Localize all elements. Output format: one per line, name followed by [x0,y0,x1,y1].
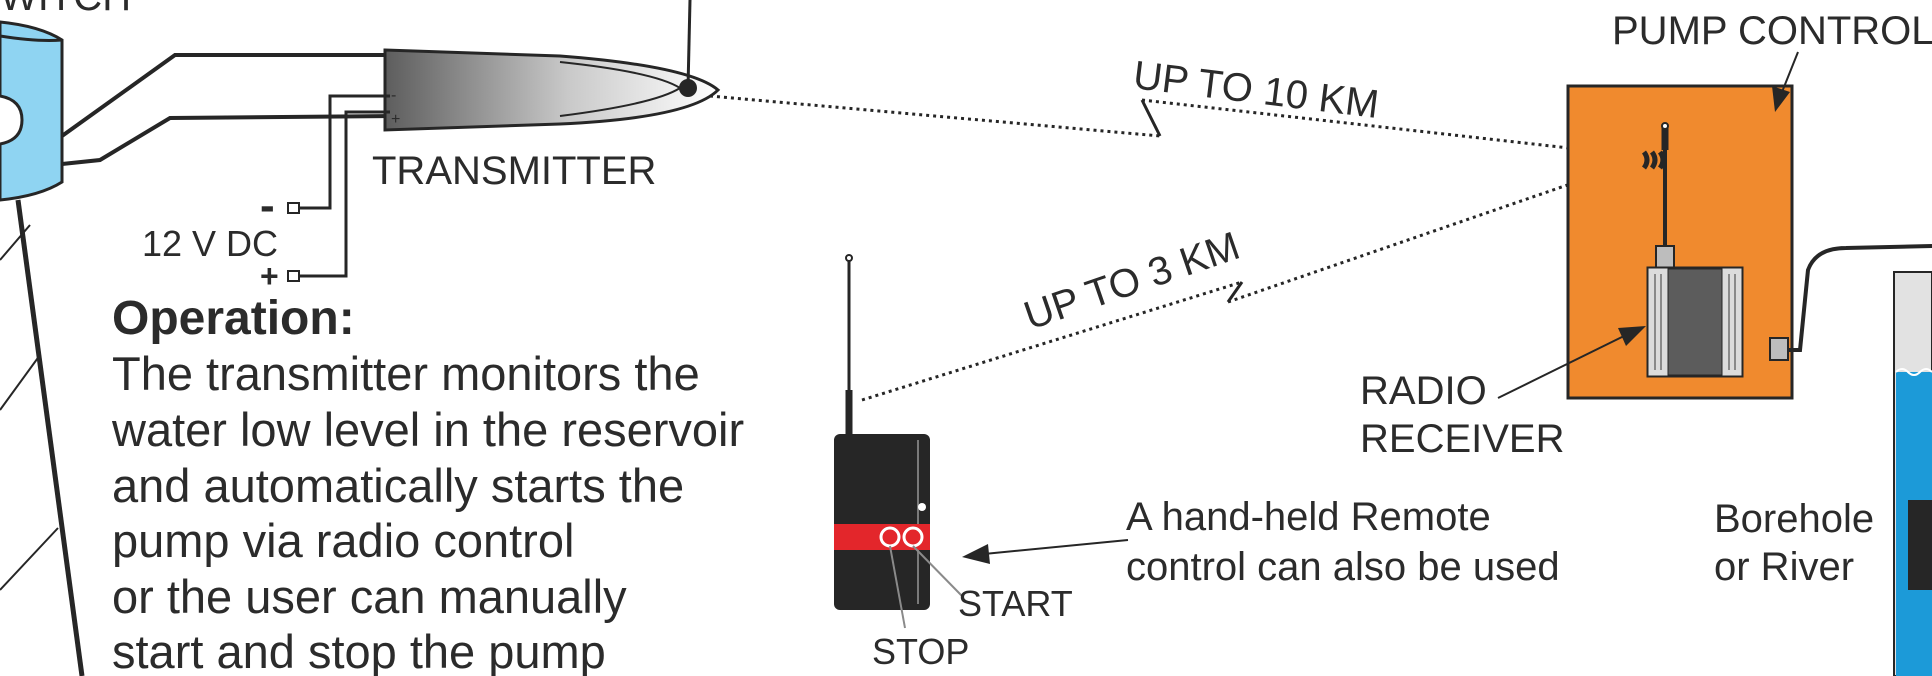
transmitter-body [383,48,721,132]
switch-label: WITCH [0,0,131,19]
transmitter-antenna-wire [686,0,692,89]
operation-line-5: or the user can manually [112,570,627,623]
transmitter: - + [383,0,721,132]
support-stay-3 [0,527,59,591]
reservoir-tank [0,20,64,202]
remote-antenna-tip [845,254,853,262]
source-label-2: or River [1714,545,1854,589]
receiver-pointer [1497,335,1625,399]
radio-link-long-zigzag [1140,99,1162,137]
stop-button[interactable] [879,526,901,548]
radio-receiver-label-2: RECEIVER [1360,417,1565,461]
reservoir-tank-rim [0,34,63,42]
handheld-remote [834,254,930,610]
plus-sign: + [260,258,279,294]
signal-wave-2 [1649,150,1658,170]
receiver-antenna-tip [1661,122,1669,130]
support-stay-1 [0,224,31,261]
start-label: START [958,583,1073,624]
range-short-label: UP TO 3 KM [1019,224,1246,339]
voltage-label: 12 V DC [142,223,278,264]
operation-line-2: water low level in the reservoir [111,403,744,456]
float-sensor [0,94,24,146]
remote-body [834,434,930,610]
start-pointer [912,545,963,597]
operation-line-1: The transmitter monitors the [112,347,700,400]
pump-control-arrowhead [1772,86,1790,112]
radio-receiver-label-1: RADIO [1360,369,1487,413]
submersible-pump [1908,500,1932,590]
support-stay-2 [0,354,41,411]
signal-wave-3 [1657,150,1666,170]
pump-control-pointer [1781,51,1799,93]
operation-line-3: and automatically starts the [112,459,684,512]
output-terminal [1769,337,1789,361]
transmitter-minus-terminal: - [391,87,396,104]
sensor-cables [60,53,391,166]
range-long-label: UP TO 10 KM [1131,53,1381,127]
operation-line-6: start and stop the pump [112,625,606,676]
source-label-1: Borehole [1714,497,1874,541]
receiver-heatsink-left [1647,267,1669,377]
pump-cable [1788,244,1932,352]
transmitter-label: TRANSMITTER [372,149,656,193]
stop-pointer [889,545,906,629]
borehole [1893,271,1932,676]
minus-sign: - [260,181,275,230]
transmitter-plus-terminal: + [391,111,400,128]
pump-control-panel [1566,84,1794,400]
water-surface [1895,368,1932,376]
remote-label-2: control can also be used [1126,545,1560,589]
radio-link-short-zigzag [1226,281,1244,303]
power-wires [300,94,390,278]
pump-control-label: PUMP CONTROL [1612,9,1932,53]
reservoir-switch [0,20,85,676]
operation-line-4: pump via radio control [112,514,574,567]
remote-label-1: A hand-held Remote [1126,495,1491,539]
radio-link-short [861,158,1641,402]
signal-wave-1 [1641,150,1650,170]
remote-indicator [918,503,926,511]
remote-pointer [983,539,1129,555]
remote-arrowhead [962,544,990,564]
receiver-arrowhead [1618,326,1646,346]
stop-label: STOP [872,631,969,672]
operation-title: Operation: [112,292,355,345]
support-pole [15,199,85,676]
plus-terminal-box [287,270,300,282]
receiver-connector [1655,245,1675,269]
start-button[interactable] [902,526,924,548]
radio-link-long [709,94,1641,158]
minus-terminal-box [287,202,300,214]
receiver-heatsink-right [1721,267,1743,377]
